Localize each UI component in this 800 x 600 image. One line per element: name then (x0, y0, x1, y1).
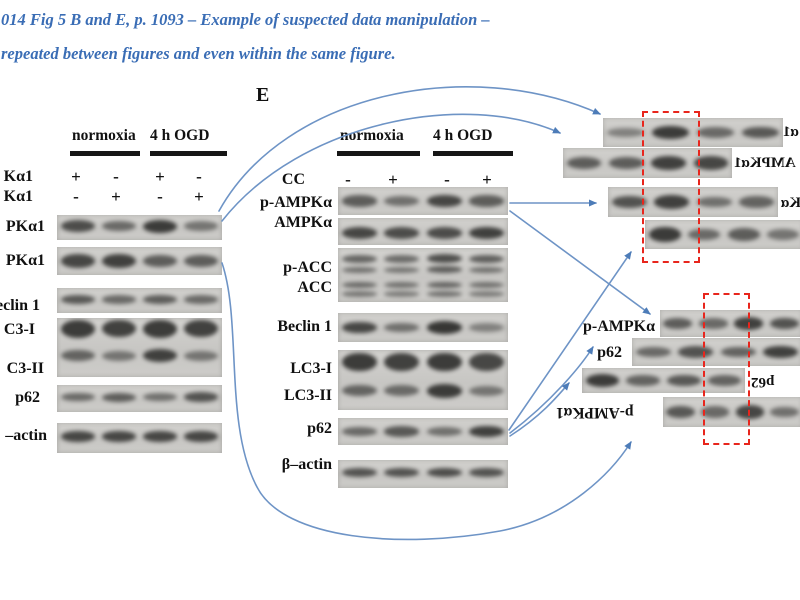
blot-middle-beclin1 (338, 313, 508, 342)
red-dashed-box-top (642, 111, 700, 263)
header-line-1: 014 Fig 5 B and E, p. 1093 – Example of … (1, 10, 490, 29)
red-dashed-box-bottom (703, 293, 750, 445)
mirrored-label-ampka1: AMPKα1 (734, 155, 796, 171)
blot-middle-actin (338, 460, 508, 488)
left-row-label-lc3ii: C3-II (6, 360, 44, 377)
blot-topright-strip4 (645, 220, 800, 249)
blot-middle-p62 (338, 418, 508, 445)
treatment-sign: - (157, 187, 163, 206)
blot-bottomright-strip4 (663, 397, 800, 427)
mirrored-label-fragment-1: α1 (783, 124, 799, 140)
treatment-sign: - (113, 167, 119, 186)
bottomright-label-pampka: p-AMPKα (582, 318, 655, 335)
treatment-sign: + (111, 187, 121, 206)
middle-underline-ogd (433, 151, 513, 156)
treatment-sign: + (194, 187, 204, 206)
left-underline-ogd (150, 151, 227, 156)
blot-left-beclin1 (57, 288, 222, 313)
middle-row-label-lc3i: LC3-I (290, 360, 332, 377)
blot-bottomright-strip1 (660, 310, 800, 337)
middle-row-label-pacc: p-ACC (283, 259, 332, 276)
left-treatment-label-2: Kα1 (3, 188, 33, 205)
left-row-label-beclin1: eclin 1 (0, 297, 40, 314)
left-underline-normoxia (70, 151, 140, 156)
left-column-header-normoxia: normoxia (72, 127, 136, 144)
left-treatment-label-1: Kα1 (3, 168, 33, 185)
middle-treatment-label-cc: CC (281, 171, 305, 188)
rotated-label-p62: p62 (751, 374, 775, 390)
panel-label-e: E (256, 84, 270, 106)
rotated-label-pampka1: p-AMPKα1 (556, 404, 634, 421)
blot-left-lc3 (57, 318, 222, 377)
left-row-label-ampka1: PKα1 (5, 252, 45, 269)
treatment-sign: - (196, 167, 202, 186)
treatment-sign: - (73, 187, 79, 206)
blot-middle-lc3 (338, 350, 508, 410)
blot-topright-strip1 (603, 118, 783, 147)
middle-row-label-pampka: p-AMPKα (259, 194, 332, 211)
middle-row-label-ampka: AMPKα (274, 214, 332, 231)
blot-middle-ampka (338, 218, 508, 245)
left-row-label-pampka1: PKα1 (5, 218, 45, 235)
header-line-2: repeated between figures and even within… (1, 44, 396, 63)
treatment-sign: + (155, 167, 165, 186)
blot-middle-acc (338, 248, 508, 302)
middle-row-label-actin: β–actin (281, 456, 332, 473)
left-row-label-actin: –actin (5, 427, 47, 444)
blot-left-pampka1 (57, 215, 222, 240)
blot-left-actin (57, 423, 222, 453)
middle-row-label-beclin1: Beclin 1 (277, 318, 332, 335)
arrow-middle-pampka-to-bottomright1 (509, 210, 651, 315)
middle-row-label-p62: p62 (307, 420, 332, 437)
bottomright-label-p62: p62 (597, 344, 622, 361)
blot-middle-pampka (338, 187, 508, 215)
left-column-header-ogd: 4 h OGD (150, 127, 210, 144)
middle-column-header-normoxia: normoxia (340, 127, 404, 144)
middle-underline-normoxia (337, 151, 420, 156)
middle-row-label-acc: ACC (297, 279, 332, 296)
middle-column-header-ogd: 4 h OGD (433, 127, 493, 144)
blot-left-p62 (57, 385, 222, 412)
left-row-label-p62: p62 (15, 389, 40, 406)
left-row-label-lc3i: C3-I (3, 321, 35, 338)
blot-bottomright-strip2 (632, 338, 800, 366)
treatment-sign: + (71, 167, 81, 186)
middle-row-label-lc3ii: LC3-II (283, 387, 332, 404)
blot-left-ampka1 (57, 247, 222, 275)
mirrored-label-fragment-2: Kα (781, 195, 800, 211)
